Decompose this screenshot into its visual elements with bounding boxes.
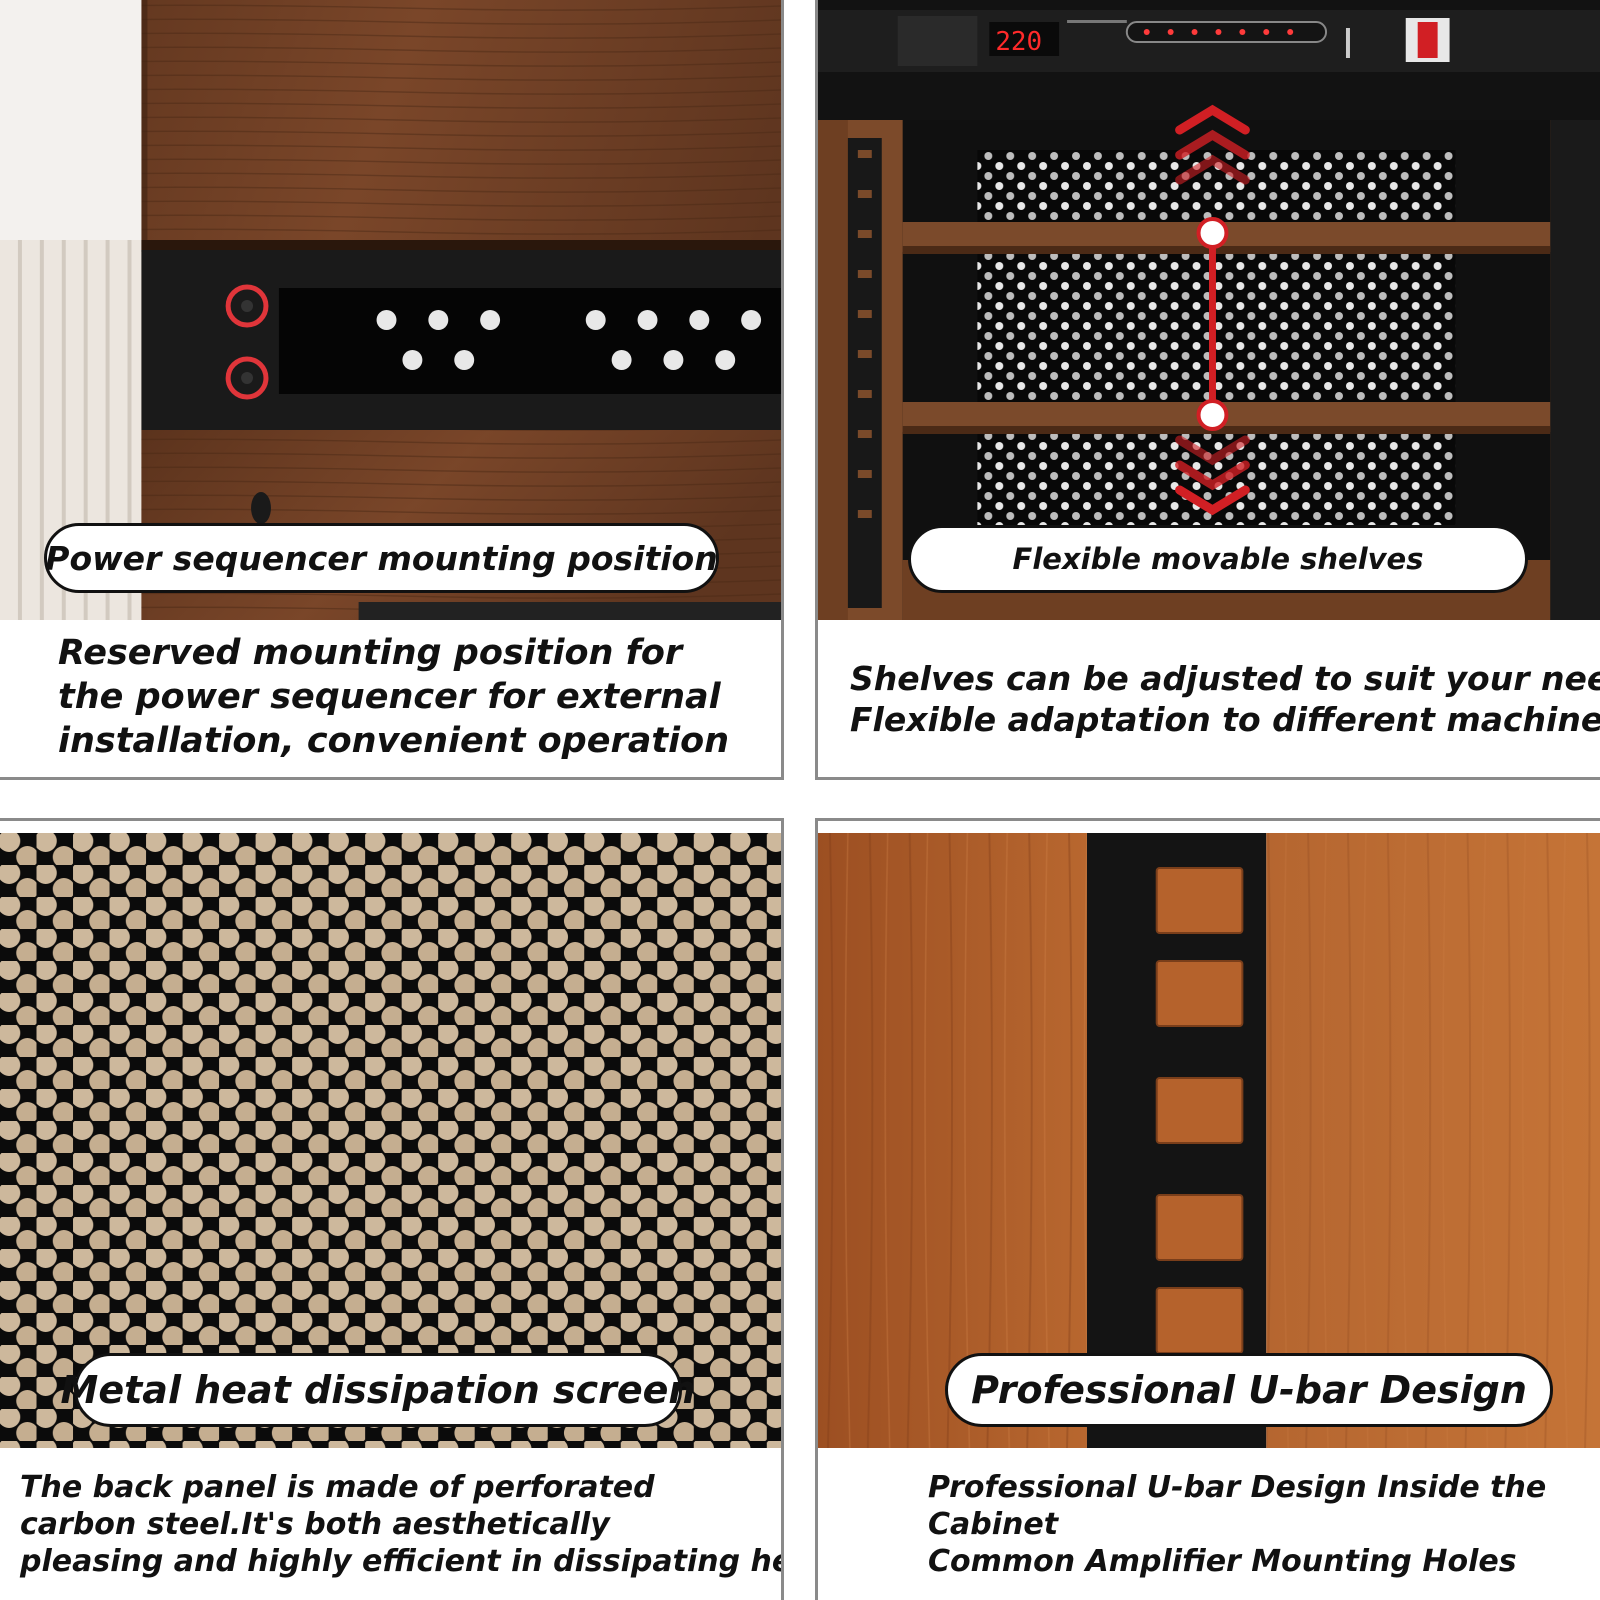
panel-movable-shelves: 220 xyxy=(815,0,1600,780)
description-line: Cabinet xyxy=(928,1507,1059,1543)
heat-dissipation-caption: Metal heat dissipation screen xyxy=(61,1353,695,1427)
description-line: Common Amplifier Mounting Holes xyxy=(928,1544,1517,1580)
description-line: Shelves can be adjusted to suit your nee… xyxy=(850,659,1600,698)
movable-shelves-caption: Flexible movable shelves xyxy=(908,525,1528,593)
description-line: carbon steel.It's both aesthetically xyxy=(20,1507,610,1543)
caption-text: Professional U-bar Design xyxy=(971,1368,1527,1412)
panel-u-bar: Professional U-bar Design Professional U… xyxy=(815,818,1600,1600)
u-bar-description: Professional U-bar Design Inside the Cab… xyxy=(928,1469,1546,1581)
power-sequencer-description: Reserved mounting position for the power… xyxy=(58,632,729,763)
panel-power-sequencer: Power sequencer mounting position Reserv… xyxy=(0,0,784,780)
caption-text: Flexible movable shelves xyxy=(1012,542,1424,576)
description-line: pleasing and highly efficient in dissipa… xyxy=(20,1544,784,1580)
u-bar-caption: Professional U-bar Design xyxy=(945,1353,1553,1427)
description-line: the power sequencer for external xyxy=(58,676,721,717)
movable-shelves-description: Shelves can be adjusted to suit your nee… xyxy=(850,658,1600,741)
caption-text: Metal heat dissipation screen xyxy=(60,1368,696,1412)
description-line: installation, convenient operation xyxy=(58,720,730,761)
power-sequencer-caption: Power sequencer mounting position xyxy=(44,523,719,593)
panel-heat-dissipation: Metal heat dissipation screen The back p… xyxy=(0,818,784,1600)
description-line: Flexible adaptation to different machine… xyxy=(850,700,1600,740)
device-display: 220 xyxy=(995,27,1042,57)
perforated-screen-photo xyxy=(0,833,781,1448)
u-bar-photo xyxy=(818,833,1600,1448)
caption-text: Power sequencer mounting position xyxy=(45,538,718,578)
description-line: Professional U-bar Design Inside the xyxy=(928,1470,1547,1505)
heat-dissipation-description: The back panel is made of perforated car… xyxy=(20,1469,784,1581)
description-line: The back panel is made of perforated xyxy=(20,1470,655,1505)
description-line: Reserved mounting position for xyxy=(58,633,683,673)
